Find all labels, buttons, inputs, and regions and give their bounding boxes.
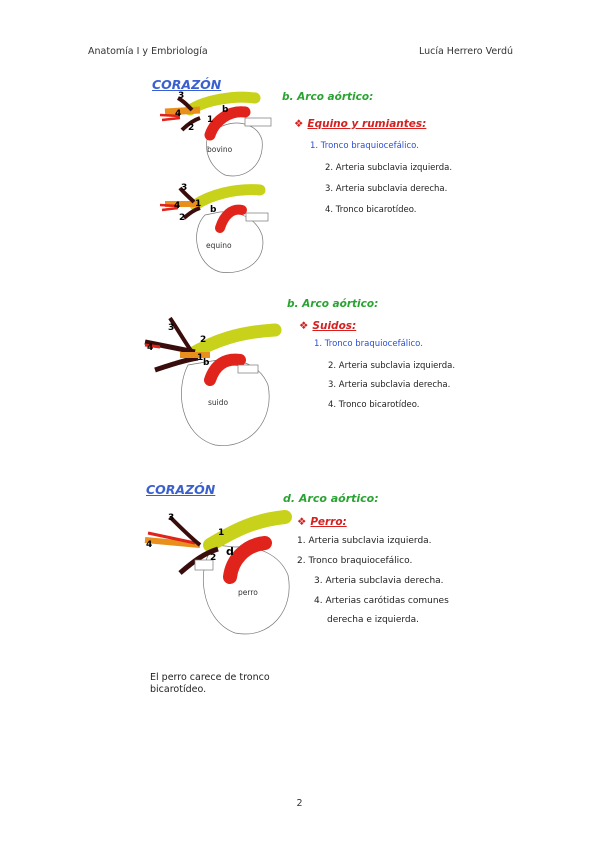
heart-illustration-perro: 3 4 2 1 d perro	[144, 510, 292, 635]
label-3: 3	[168, 323, 174, 333]
list-item: 4. Arterias carótidas comunes	[314, 596, 449, 606]
label-b: b	[222, 105, 229, 115]
heart-illustration-bovino: 3 4 2 1 b bovino	[159, 91, 272, 177]
label-1: 1	[218, 528, 224, 538]
slide-title: CORAZÓN	[152, 77, 222, 92]
species-heading: ❖Perro:	[297, 516, 347, 528]
heart-illustration-equino: 3 4 2 1 b equino	[159, 183, 269, 273]
list-item: 1. Tronco braquiocefálico.	[314, 339, 423, 349]
note-text: El perro carece de tronco bicarotídeo.	[150, 672, 270, 695]
list-item: 3. Arteria subclavia derecha.	[325, 184, 448, 194]
label-2: 2	[179, 213, 185, 223]
header-course: Anatomía I y Embriología	[88, 46, 208, 57]
label-4: 4	[175, 109, 181, 119]
section-heading: b. Arco aórtico:	[287, 298, 379, 310]
label-1: 1	[197, 353, 203, 363]
label-1: 1	[207, 115, 213, 125]
label-4: 4	[146, 540, 152, 550]
species-heading: ❖Equino y rumiantes:	[294, 118, 427, 130]
heart-illustration-suido: 3 4 2 1 b suido	[144, 316, 282, 446]
diamond-bullet-icon: ❖	[297, 516, 307, 528]
heart-label-bovino: bovino	[207, 145, 233, 154]
list-item: 2. Tronco braquiocefálico.	[297, 556, 413, 566]
page-number: 2	[296, 798, 303, 809]
diamond-bullet-icon: ❖	[299, 320, 309, 332]
label-1: 1	[195, 199, 201, 209]
list-item: 2. Arteria subclavia izquierda.	[325, 163, 453, 173]
label-2: 2	[188, 123, 194, 133]
species-heading: ❖Suidos:	[299, 320, 357, 332]
heart-label-suido: suido	[208, 398, 229, 407]
list-item: 4. Tronco bicarotídeo.	[325, 205, 417, 215]
label-d: d	[226, 545, 234, 558]
list-item: 3. Arteria subclavia derecha.	[328, 380, 451, 390]
label-b: b	[203, 358, 210, 368]
list-item: 3. Arteria subclavia derecha.	[314, 576, 444, 586]
heart-label-equino: equino	[206, 241, 232, 250]
list-item: derecha e izquierda.	[327, 615, 420, 625]
list-item: 4. Tronco bicarotídeo.	[328, 400, 420, 410]
diamond-bullet-icon: ❖	[294, 118, 304, 130]
label-4: 4	[174, 201, 180, 211]
section-heading: b. Arco aórtico:	[282, 91, 374, 103]
label-2: 2	[210, 553, 216, 563]
label-b: b	[210, 205, 217, 215]
label-3: 3	[168, 513, 174, 523]
list-item: 2. Arteria subclavia izquierda.	[328, 361, 456, 371]
list-item: 1. Arteria subclavia izquierda.	[297, 536, 432, 546]
label-2: 2	[200, 335, 206, 345]
label-3: 3	[178, 91, 184, 101]
label-4: 4	[147, 343, 153, 353]
slide-title: CORAZÓN	[146, 482, 216, 497]
heart-label-perro: perro	[238, 588, 258, 597]
label-3: 3	[181, 183, 187, 193]
header-author: Lucía Herrero Verdú	[418, 46, 513, 57]
section-heading: d. Arco aórtico:	[283, 492, 379, 505]
list-item: 1. Tronco braquiocefálico.	[310, 141, 419, 151]
